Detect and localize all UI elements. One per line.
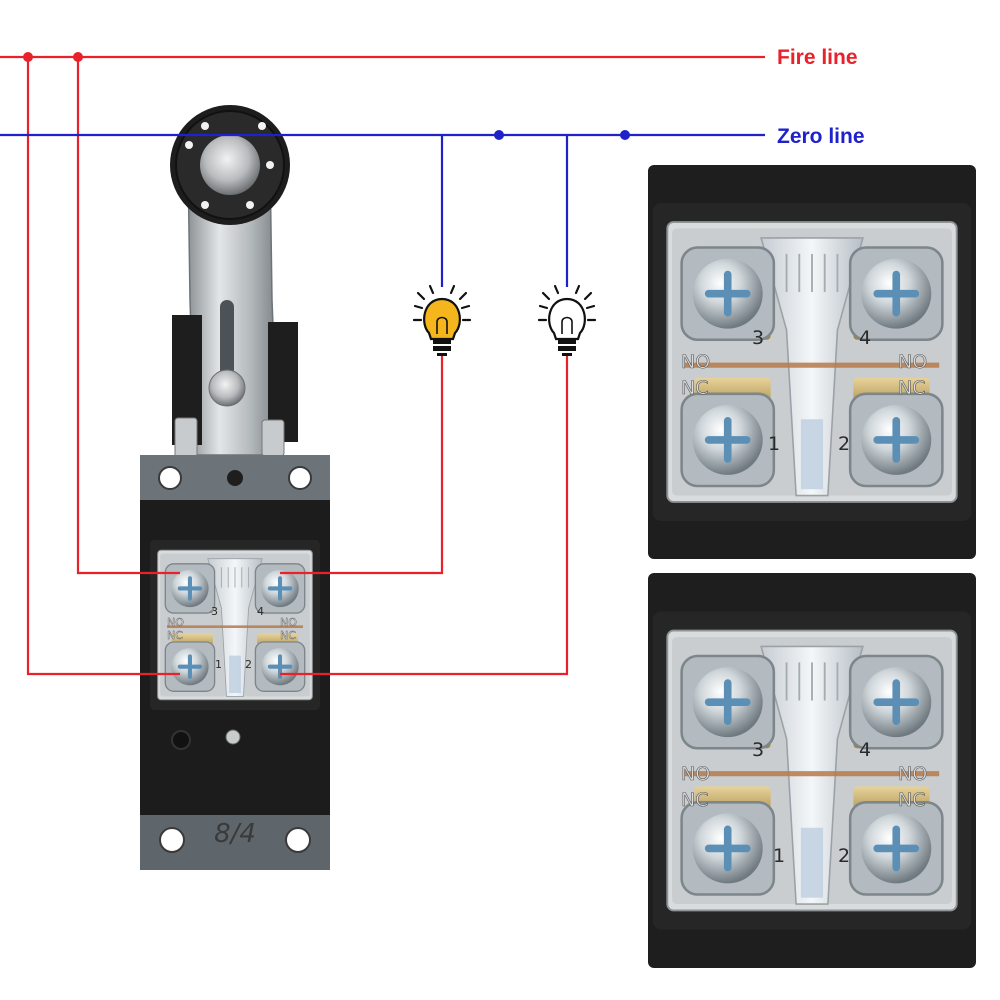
lever-slot (220, 300, 234, 390)
detail2-no-left-label: NO (681, 763, 710, 785)
switch-no-right-label: NO (280, 616, 297, 629)
housing-stop-left (174, 417, 198, 459)
switch-body-mark: 8/4 (214, 819, 256, 849)
fire-line-label: Fire line (777, 46, 858, 69)
lightbulb-off-icon (537, 284, 597, 356)
switch-terminal-1-label: 1 (215, 658, 222, 671)
fire-wire-to-terminal-3 (76, 57, 180, 575)
mount-hole-bottom-left (159, 827, 185, 853)
detail1-terminal-2-label: 2 (838, 433, 850, 455)
contact-detail-actuated: 3 4 1 2 NO NC NO NC (648, 573, 976, 968)
fire-junction-dot (73, 52, 83, 62)
detail1-nc-right-label: NC (898, 377, 925, 399)
wire-terminal-4-to-lamp (280, 354, 444, 575)
detail2-nc-left-label: NC (681, 789, 708, 811)
detail1-terminal-4-label: 4 (859, 327, 871, 349)
lever-pivot-screw (208, 369, 246, 407)
detail1-nc-left-label: NC (681, 377, 708, 399)
detail1-terminal-3-label: 3 (752, 327, 764, 349)
zero-line-label: Zero line (777, 125, 865, 148)
contact-detail-normal: 3 4 1 2 NO NC NO NC (648, 165, 976, 559)
wire-terminal-2-to-lamp (280, 354, 569, 676)
detail1-no-left-label: NO (681, 351, 710, 373)
lightbulb-lit-icon (412, 284, 472, 356)
detail2-no-right-label: NO (898, 763, 927, 785)
housing-stop-right (261, 419, 285, 457)
switch-terminal-2-label: 2 (245, 658, 252, 671)
switch-nc-left-label: NC (167, 629, 183, 642)
detail2-terminal-1-label: 1 (773, 845, 785, 867)
switch-nc-right-label: NC (280, 629, 296, 642)
detail1-terminal-1-label: 1 (768, 433, 780, 455)
switch-no-left-label: NO (167, 616, 184, 629)
fire-wire-to-terminal-1 (26, 57, 180, 676)
detail2-terminal-3-label: 3 (752, 739, 764, 761)
zero-line-wiring (0, 133, 765, 287)
zero-junction-dot (620, 130, 630, 140)
detail1-no-right-label: NO (898, 351, 927, 373)
detail2-nc-right-label: NC (898, 789, 925, 811)
detail2-terminal-2-label: 2 (838, 845, 850, 867)
housing-rivet (227, 470, 243, 486)
zero-junction-dot (494, 130, 504, 140)
fire-line-wiring (0, 55, 765, 676)
mount-hole-bottom-right (285, 827, 311, 853)
detail2-terminal-4-label: 4 (859, 739, 871, 761)
fire-junction-dot (23, 52, 33, 62)
limit-switch: 8/4 3 4 1 2 NO NC NO NC (140, 105, 330, 870)
mount-hole-top-right (288, 466, 312, 490)
mount-hole-top-left (158, 466, 182, 490)
switch-terminal-4-label: 4 (257, 605, 264, 618)
roller-wheel (170, 105, 290, 225)
switch-base (140, 815, 330, 870)
switch-terminal-3-label: 3 (211, 605, 218, 618)
